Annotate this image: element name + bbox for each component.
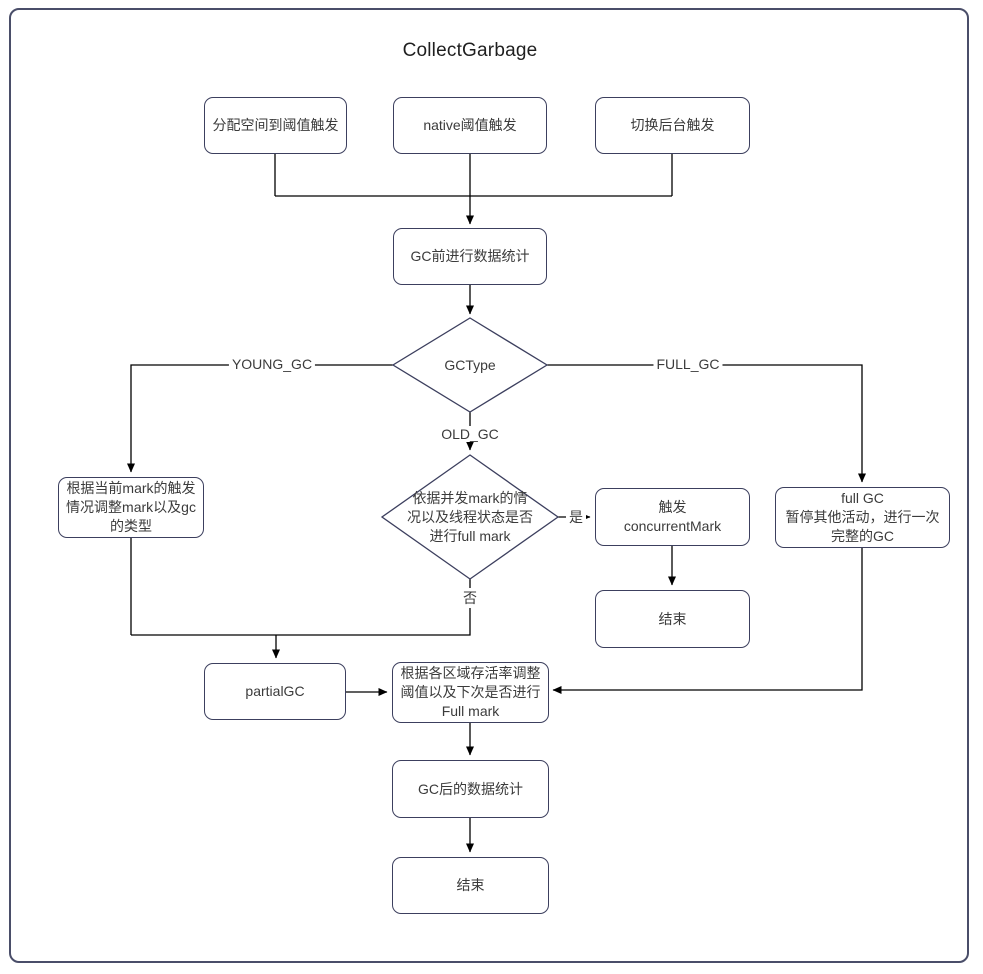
node-partial-gc: partialGC bbox=[204, 663, 346, 720]
gctype-diamond-label: GCType bbox=[444, 356, 496, 373]
node-post-gc-stats: GC后的数据统计 bbox=[392, 760, 549, 818]
edge-label-no: 否 bbox=[460, 588, 480, 608]
edge-label-old-gc: OLD_GC bbox=[438, 426, 502, 442]
node-full-gc: full GC 暂停其他活动，进行一次完整的GC bbox=[775, 487, 950, 548]
node-background-trigger: 切换后台触发 bbox=[595, 97, 750, 154]
node-end-final: 结束 bbox=[392, 857, 549, 914]
node-native-trigger: native阈值触发 bbox=[393, 97, 547, 154]
edge-label-yes: 是 bbox=[566, 507, 586, 527]
fullmark-diamond-shape bbox=[380, 454, 560, 580]
edge-label-full-gc: FULL_GC bbox=[653, 356, 723, 372]
edge-young-gc bbox=[127, 364, 393, 473]
edge-full-gc bbox=[547, 364, 866, 483]
node-adjust-mark: 根据当前mark的触发情况调整mark以及gc的类型 bbox=[58, 477, 204, 538]
node-end-after-concurrent: 结束 bbox=[595, 590, 750, 648]
edge-fullgc-to-threshold bbox=[552, 548, 863, 694]
fullmark-diamond-label: 依据并发mark的情况以及线程状态是否进行full mark bbox=[407, 489, 533, 544]
diagram-title: CollectGarbage bbox=[402, 40, 538, 61]
node-alloc-trigger: 分配空间到阈值触发 bbox=[204, 97, 347, 154]
node-concurrent-mark: 触发 concurrentMark bbox=[595, 488, 750, 546]
edge-no bbox=[131, 579, 471, 636]
gctype-diamond-shape bbox=[391, 317, 549, 413]
node-adjust-threshold: 根据各区域存活率调整阈值以及下次是否进行Full mark bbox=[392, 662, 549, 723]
node-pre-gc-stats: GC前进行数据统计 bbox=[393, 228, 547, 285]
edge-label-young-gc: YOUNG_GC bbox=[228, 356, 316, 372]
